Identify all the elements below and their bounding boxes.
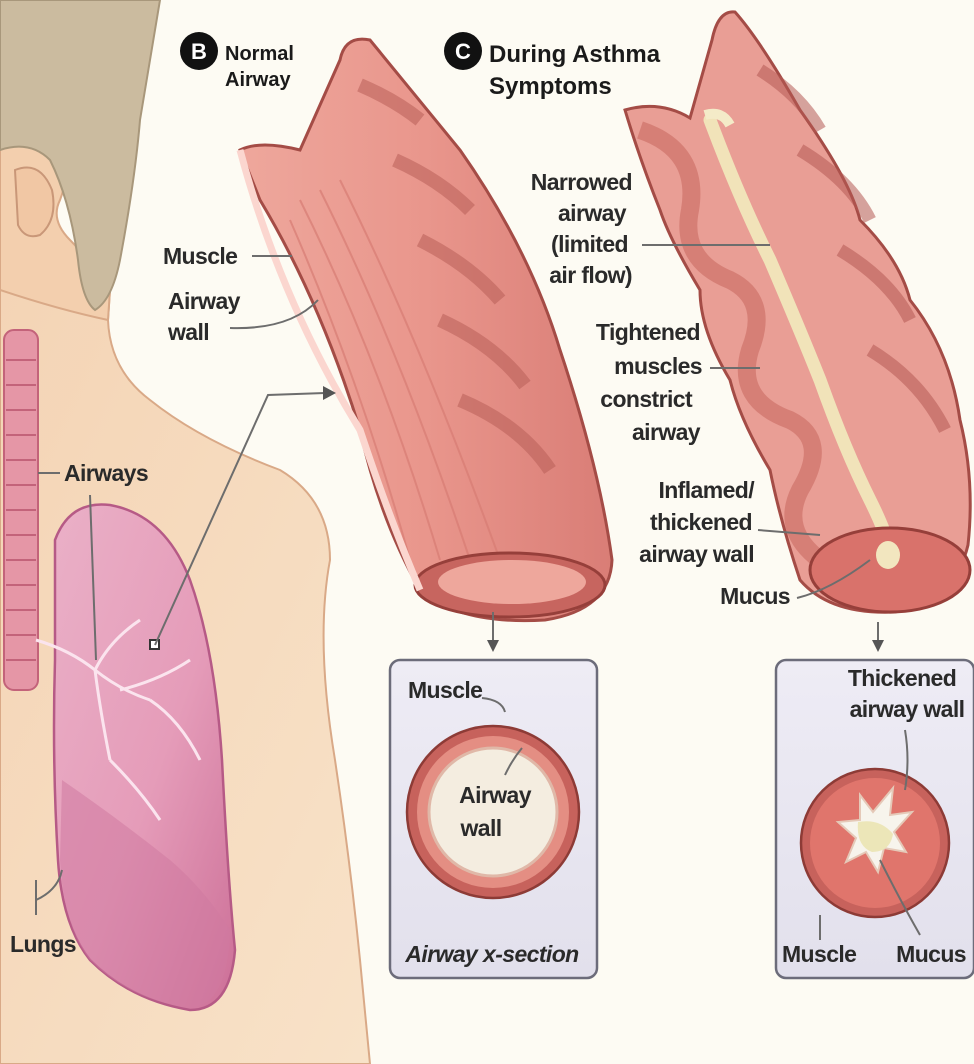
inset-normal-caption: Airway x-section: [404, 941, 579, 967]
label-narrowed-line2: airway: [558, 200, 627, 226]
label-narrowed-line3: (limited: [551, 231, 628, 257]
panel-c-badge-letter: C: [455, 39, 471, 64]
label-inflamed-line2: thickened: [650, 509, 752, 535]
normal-tube-opening-inner: [438, 560, 586, 604]
label-tightened-line4: airway: [632, 419, 701, 445]
inset-normal-label-airway-wall-line2: wall: [459, 815, 501, 841]
label-narrowed-line4: air flow): [549, 262, 632, 288]
normal-lumen: [429, 748, 557, 876]
panel-b-title-line1: Normal: [225, 43, 294, 65]
label-narrowed-line1: Narrowed: [531, 169, 632, 195]
panel-b-title-line2: Airway: [225, 69, 291, 91]
asthma-tube-opening: [810, 528, 970, 612]
panel-b-header: B Normal Airway: [180, 32, 294, 91]
label-mucus: Mucus: [720, 583, 790, 609]
label-airway-wall-line1: Airway: [168, 288, 241, 314]
label-inflamed-line1: Inflamed/: [658, 477, 755, 503]
label-tightened-line2: muscles: [614, 353, 702, 379]
label-airways: Airways: [64, 460, 148, 486]
panel-c-title-line2: Symptoms: [489, 73, 612, 100]
label-airway-wall-line2: wall: [167, 319, 209, 345]
asthma-mucus-plug: [876, 541, 900, 569]
inset-normal-label-airway-wall-line1: Airway: [459, 782, 532, 808]
inset-asthma-label-muscle: Muscle: [782, 941, 856, 967]
label-tightened-line1: Tightened: [596, 319, 700, 345]
panel-c-header: C During Asthma Symptoms: [444, 32, 661, 100]
label-tightened-line3: constrict: [600, 386, 693, 412]
inset-normal-label-muscle: Muscle: [408, 677, 482, 703]
panel-c-title-line1: During Asthma: [489, 41, 661, 68]
label-muscle: Muscle: [163, 243, 237, 269]
inset-asthma-label-thickened-line2: airway wall: [850, 696, 965, 722]
inset-asthma-label-mucus: Mucus: [896, 941, 966, 967]
trachea: [4, 330, 38, 690]
panel-b-badge-letter: B: [191, 39, 207, 64]
label-inflamed-line3: airway wall: [639, 541, 754, 567]
inset-asthma-label-thickened-line1: Thickened: [848, 665, 956, 691]
label-lungs: Lungs: [10, 931, 76, 957]
